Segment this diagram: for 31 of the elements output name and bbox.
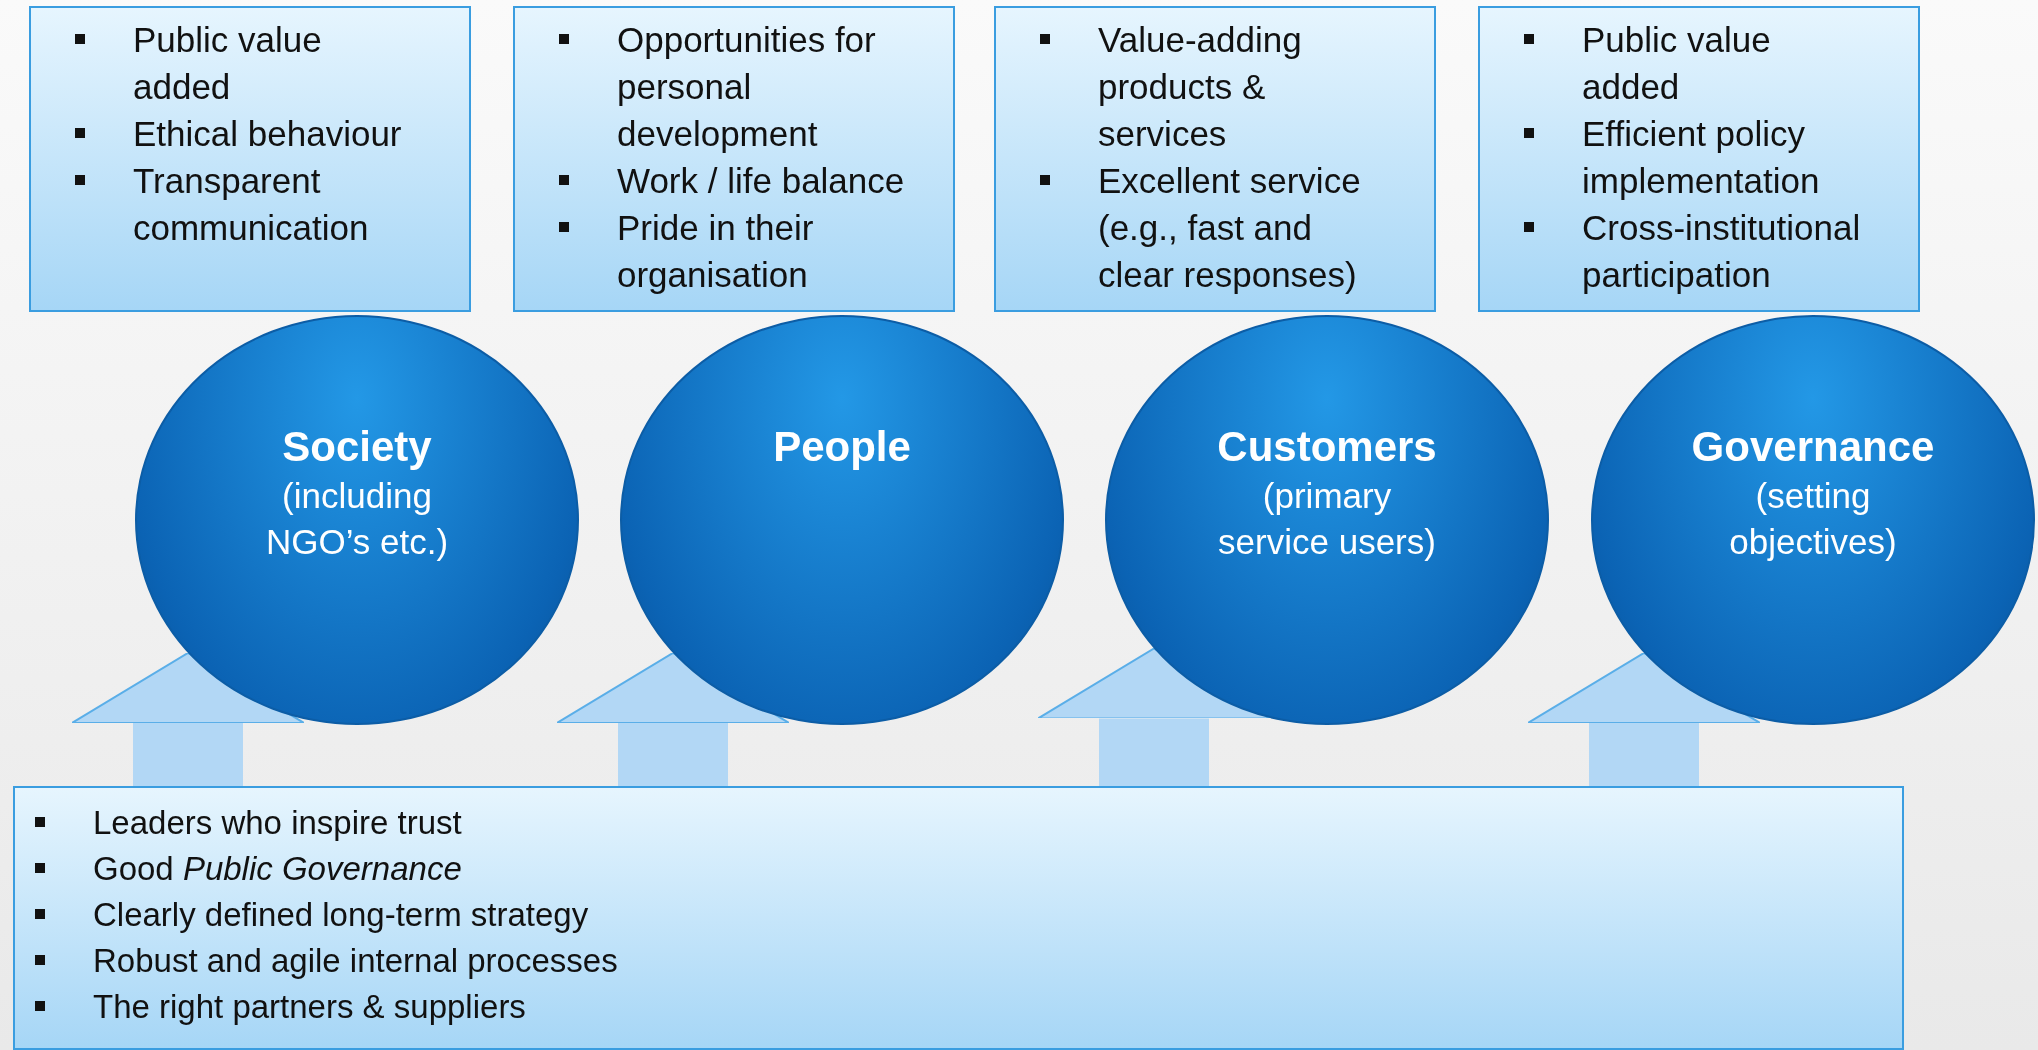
circle-subtitle: (setting objectives) — [1728, 475, 1898, 563]
list-item: The right partners & suppliers — [35, 984, 1857, 1030]
circle-title: Governance — [1691, 422, 1935, 472]
info-card — [29, 6, 471, 312]
list-item: Transparent communication — [75, 157, 424, 251]
info-card — [1478, 6, 1920, 312]
circle-title: Customers — [1217, 422, 1437, 472]
list-item: Cross-institutional participation — [1524, 204, 1873, 298]
list-item: Public value added — [1524, 16, 1873, 110]
list-item: Excellent service (e.g., fast and clear responses) — [1040, 157, 1389, 298]
list-item: Leaders who inspire trust — [35, 800, 1857, 846]
list-item: Work / life balance — [559, 157, 908, 204]
list-item: Clearly defined long-term strategy — [35, 892, 1857, 938]
list-item: Opportunities for personal development — [559, 16, 908, 157]
block-arrow — [1527, 651, 1761, 786]
list-item: Public value added — [75, 16, 424, 110]
info-card — [994, 6, 1436, 312]
list-item: Robust and agile internal processes — [35, 938, 1857, 984]
list-item: Value-adding products & services — [1040, 16, 1389, 157]
circle-title: People — [773, 422, 911, 472]
circle-title: Society — [282, 422, 432, 472]
info-card — [513, 6, 955, 312]
list-item: Good Public Governance — [35, 846, 1857, 892]
list-item: Efficient policy implementation — [1524, 110, 1873, 204]
block-arrow — [556, 651, 790, 786]
list-item: Ethical behaviour — [75, 110, 424, 157]
info-panel — [13, 786, 1904, 1050]
circle-subtitle: (including NGO’s etc.) — [264, 475, 450, 563]
circle-subtitle: (primary service users) — [1217, 475, 1437, 563]
block-arrow — [71, 651, 305, 786]
list-item: Pride in their organisation — [559, 204, 908, 298]
